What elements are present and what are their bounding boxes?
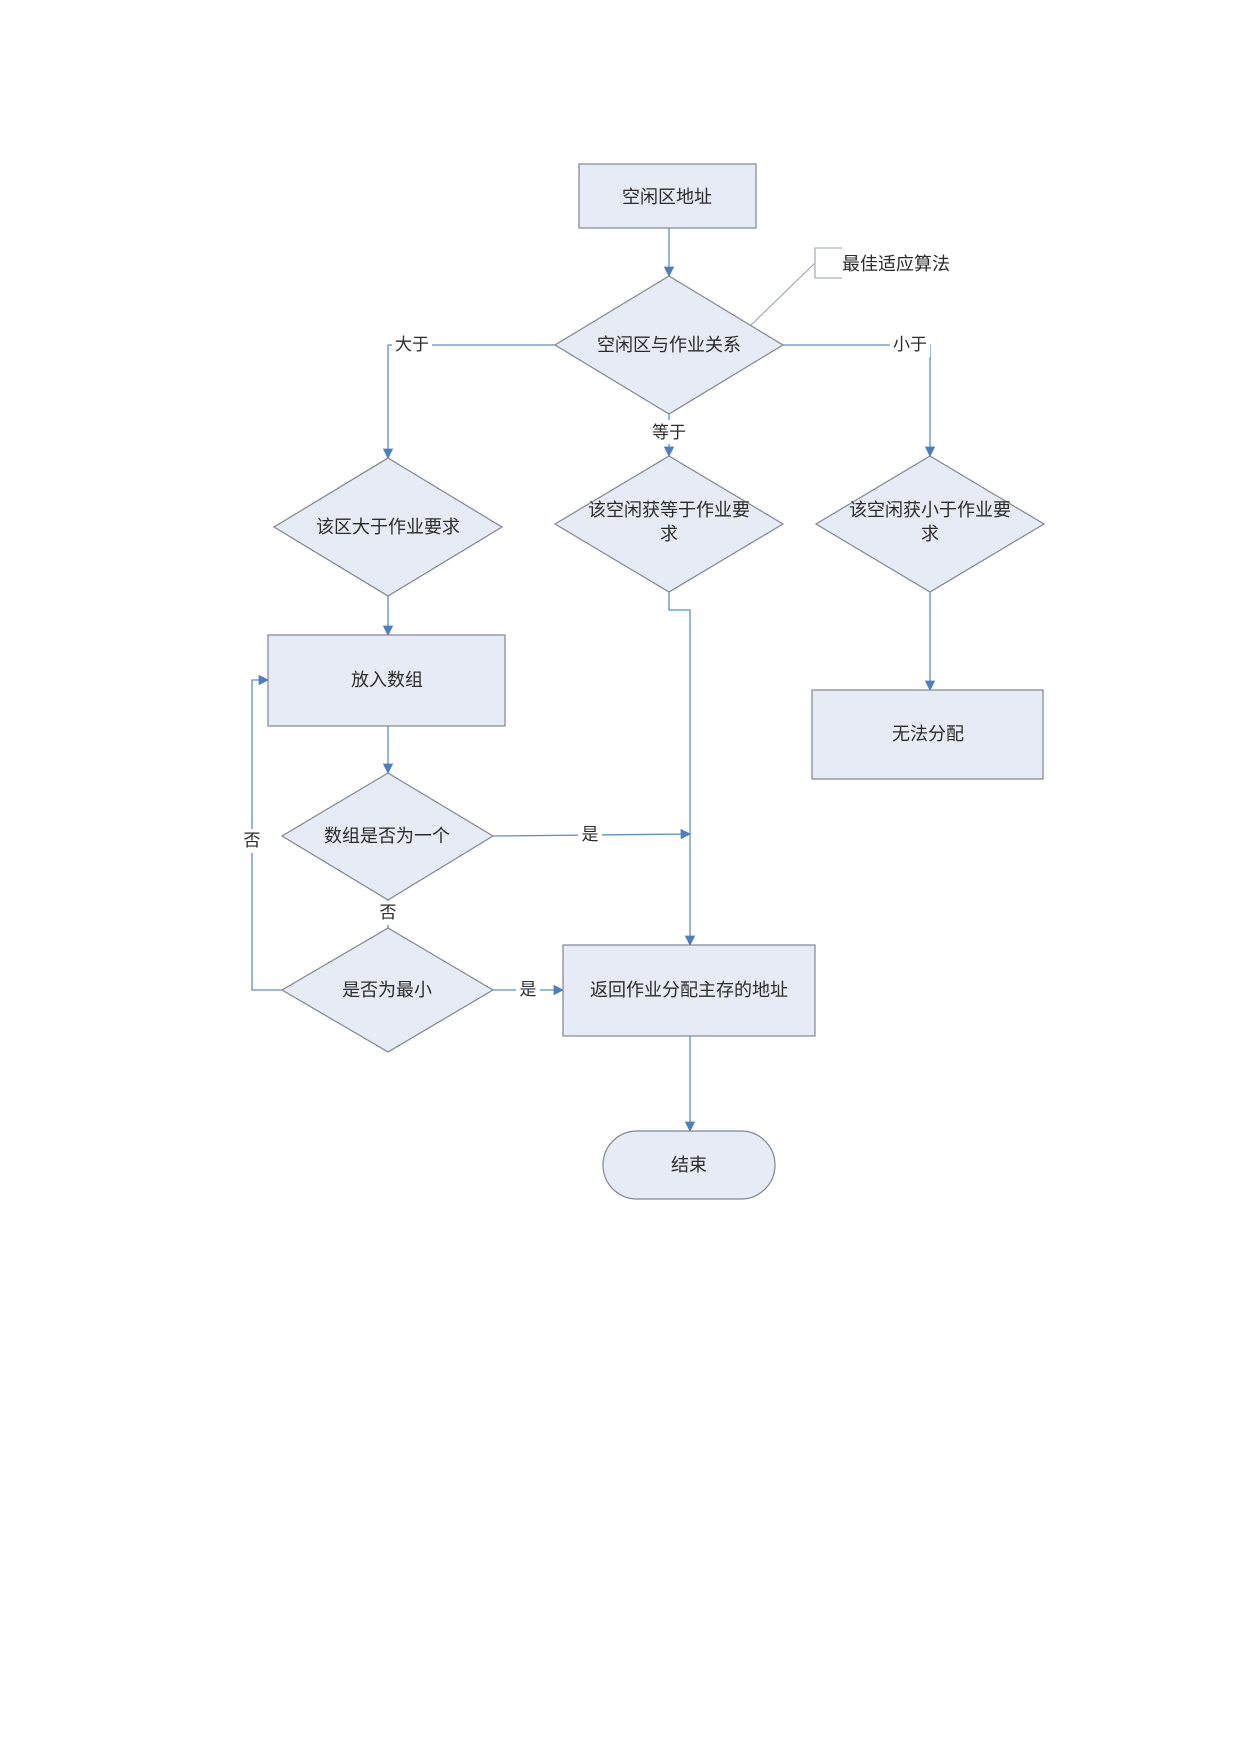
start-label: 空闲区地址 [622,187,712,208]
return-addr-box [562,944,816,1037]
annotation-label: 最佳适应算法 [842,254,950,275]
node-cannot-alloc: 无法分配 [811,689,1044,780]
return-addr-label: 返回作业分配主存的地址 [590,980,788,1001]
equal-label-line1: 该空闲获等于作业要 [588,500,750,521]
node-greater: 该区大于作业要求 [272,457,504,597]
node-equal: 该空闲获等于作业要 求 [553,455,785,593]
equal-label-line2: 求 [660,524,678,545]
start-box [578,163,757,229]
edge-labels: 大于 等于 小于 是 否 是 否 [240,333,930,1002]
less-label-line2: 求 [921,524,939,545]
edge-label-is-min-yes: 是 [520,980,537,1000]
node-put-array: 放入数组 [267,634,506,727]
array-one-label: 数组是否为一个 [324,826,450,847]
put-array-label: 放入数组 [351,670,423,691]
node-end: 结束 [602,1130,776,1200]
greater-diamond [272,457,504,597]
array-one-diamond [280,772,495,901]
node-return-addr: 返回作业分配主存的地址 [562,944,816,1037]
cannot-alloc-box [811,689,1044,780]
less-label-line1: 该空闲获小于作业要 [849,500,1011,521]
cannot-alloc-label: 无法分配 [892,724,964,745]
greater-label: 该区大于作业要求 [316,517,460,538]
node-relation: 空闲区与作业关系 [553,275,785,415]
node-less: 该空闲获小于作业要 求 [814,455,1046,593]
edge-label-array-one-yes: 是 [582,825,599,845]
less-diamond [814,455,1046,593]
relation-label: 空闲区与作业关系 [597,335,741,356]
relation-diamond [553,275,785,415]
edge-equal-to-return [668,592,696,947]
edge-label-equal: 等于 [652,423,686,443]
node-is-min: 是否为最小 [280,927,495,1053]
edge-label-less: 小于 [893,335,927,355]
callout-leader [749,262,816,327]
is-min-label: 是否为最小 [342,980,432,1001]
annotation-callout: 最佳适应算法 [749,247,950,327]
edge-label-is-min-no: 否 [244,831,261,851]
end-label: 结束 [671,1155,707,1176]
edge-relation-to-less [783,344,936,458]
callout-bracket [814,247,842,279]
edge-label-greater: 大于 [395,335,429,355]
end-terminator [602,1130,776,1200]
node-array-one: 数组是否为一个 [280,772,495,901]
edge-relation-to-greater [382,344,555,460]
edge-label-array-one-no: 否 [380,903,397,923]
node-start: 空闲区地址 [578,163,757,229]
put-array-box [267,634,506,727]
is-min-diamond [280,927,495,1053]
equal-diamond [553,455,785,593]
